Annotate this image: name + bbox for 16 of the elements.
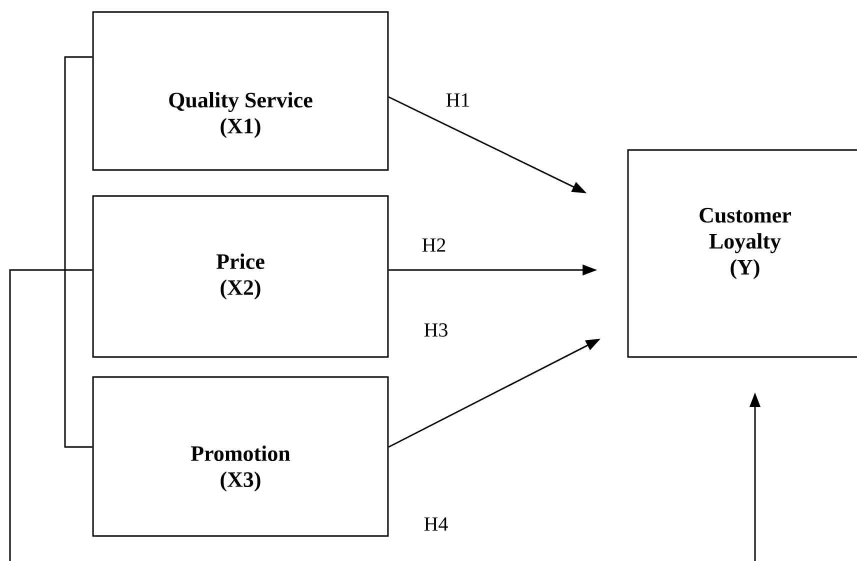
edge-label: H2 bbox=[422, 238, 446, 252]
box-label: Price (X2) bbox=[216, 254, 264, 300]
box-label: Customer Loyalty (Y) bbox=[700, 208, 791, 280]
box bbox=[92, 376, 389, 537]
box bbox=[92, 195, 389, 358]
connector-line bbox=[65, 269, 92, 271]
box-label: Quality Service (X1) bbox=[169, 92, 312, 138]
connector-line bbox=[64, 56, 92, 270]
hypothesis-label: H4 bbox=[424, 517, 448, 531]
box-label: Promotion (X3) bbox=[190, 446, 290, 492]
box bbox=[92, 11, 389, 171]
connector-line bbox=[9, 269, 65, 561]
box bbox=[627, 149, 857, 358]
connector-line bbox=[64, 270, 92, 448]
edge-label: H3 bbox=[424, 323, 448, 337]
edge-label: H1 bbox=[446, 93, 470, 107]
